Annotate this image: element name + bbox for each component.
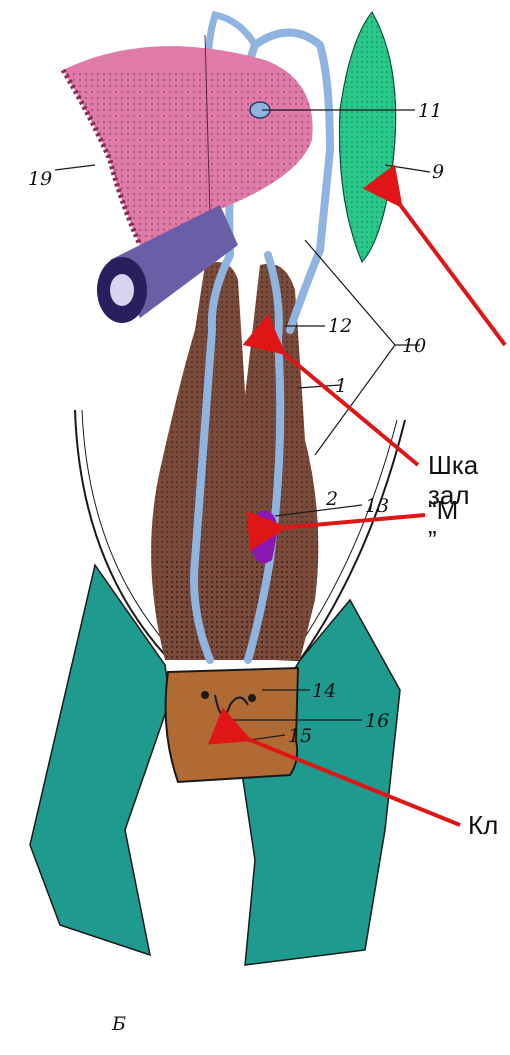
seminal-label: “М ” xyxy=(428,495,458,555)
seminal-label-line2: ” xyxy=(428,525,458,555)
ampulla-label-line1: Шка xyxy=(428,450,478,480)
label-14: 14 xyxy=(312,680,336,702)
label-12: 12 xyxy=(328,315,352,337)
label-9: 9 xyxy=(432,161,444,183)
label-15: 15 xyxy=(288,725,312,747)
label-16: 16 xyxy=(365,710,389,732)
label-13: 13 xyxy=(365,495,389,517)
gland-label: Кл xyxy=(468,810,498,840)
bulbourethral-gland xyxy=(166,668,298,782)
label-19: 19 xyxy=(28,168,52,190)
label-11: 11 xyxy=(418,100,442,122)
seminal-label-line1: “М xyxy=(428,495,458,525)
figure-letter: Б xyxy=(111,1013,126,1035)
texture-overlay xyxy=(339,12,395,262)
label-1: 1 xyxy=(335,375,347,397)
gland-label-line1: Кл xyxy=(468,810,498,840)
label-2: 2 xyxy=(325,488,338,510)
label-10: 10 xyxy=(402,335,426,357)
pelvis-left xyxy=(30,565,170,955)
